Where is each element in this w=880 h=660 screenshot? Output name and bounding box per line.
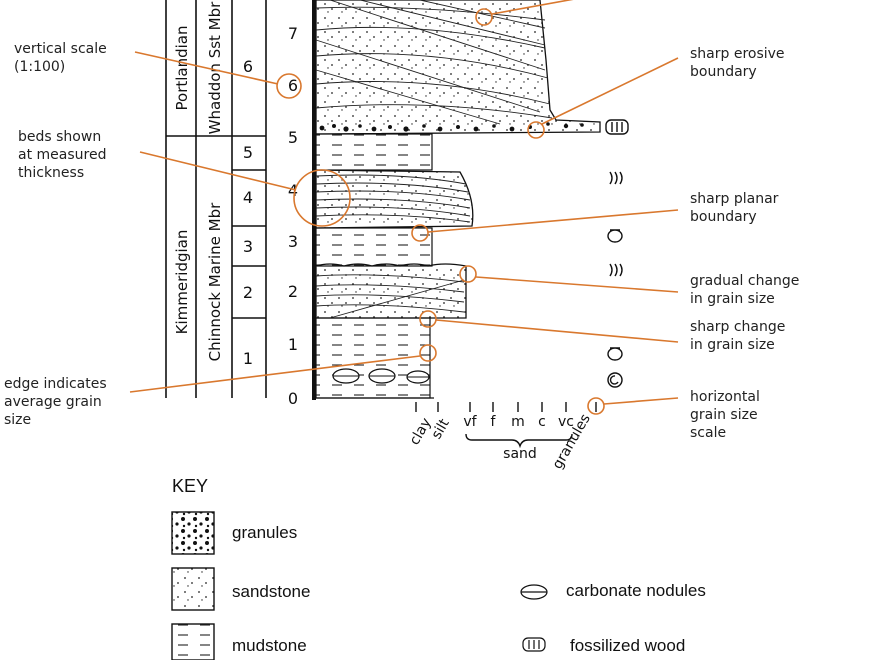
bed-number-6: 6	[243, 57, 253, 76]
annotation-line: vertical scale	[14, 41, 107, 57]
log-symbols	[605, 119, 629, 388]
grain-label-c: c	[538, 414, 546, 430]
annotation-line: scale	[690, 425, 727, 441]
grain-label-vf: vf	[463, 414, 477, 430]
annotation-leaders	[129, 0, 679, 415]
annotation-line: size	[4, 412, 32, 428]
annotation-sharp-change: sharp change in grain size	[690, 318, 785, 354]
lithology-log	[312, 0, 601, 400]
grain-size-axis	[415, 402, 597, 449]
key-label-fossilized-wood: fossilized wood	[570, 636, 686, 655]
key-label-sandstone: sandstone	[232, 582, 311, 601]
grain-label-vc: vc	[558, 414, 574, 430]
key-swatches	[171, 511, 548, 660]
key-label-granules: granules	[232, 523, 298, 542]
annotation-line: beds shown	[18, 129, 102, 145]
scale-tick-4: 4	[288, 181, 298, 200]
annotation-vertical-scale: vertical scale (1:100)	[14, 40, 107, 76]
key-label-mudstone: mudstone	[232, 636, 307, 655]
annotation-edge-grain-size: edge indicates average grain size	[4, 375, 107, 429]
annotation-sharp-erosive: sharp erosive boundary	[690, 45, 785, 81]
key-swatch-sandstone	[171, 567, 215, 611]
annotation-beds-thickness: beds shown at measured thickness	[18, 128, 106, 182]
annotation-line: average grain	[4, 394, 102, 410]
annotation-horizontal-scale: horizontal grain size scale	[690, 388, 760, 442]
scale-tick-2: 2	[288, 282, 298, 301]
annotation-line: thickness	[18, 165, 85, 181]
stage-labels: Portlandian Kimmeridgian Whaddon Sst Mbr…	[173, 1, 224, 361]
annotation-line: sharp planar	[690, 191, 779, 207]
key-swatch-granules	[171, 511, 215, 555]
annotation-line: sharp change	[690, 319, 786, 335]
annotation-line: horizontal	[690, 389, 760, 405]
annotation-line: grain size	[690, 407, 758, 423]
grain-label-f: f	[491, 414, 497, 430]
scale-tick-0: 0	[288, 389, 298, 408]
grain-label-silt: silt	[429, 416, 453, 442]
member-whaddon: Whaddon Sst Mbr	[206, 1, 224, 134]
annotation-line: boundary	[690, 64, 757, 80]
grain-label-m: m	[511, 414, 525, 430]
annotation-line: boundary	[690, 209, 757, 225]
bed-number-5: 5	[243, 143, 253, 162]
vertical-scale: 0 1 2 3 4 5 6 7	[288, 24, 298, 408]
key-title: KEY	[172, 476, 209, 496]
bed-number-1: 1	[243, 349, 253, 368]
bed-numbers: 6 5 4 3 2 1	[243, 57, 253, 368]
annotation-line: sharp erosive	[690, 46, 785, 62]
stage-kimmeridgian: Kimmeridgian	[173, 230, 191, 335]
bed-number-4: 4	[243, 188, 253, 207]
scale-tick-3: 3	[288, 232, 298, 251]
annotation-line: gradual change	[690, 273, 800, 289]
bed-number-3: 3	[243, 237, 253, 256]
annotation-line: in grain size	[690, 291, 775, 307]
scale-tick-7: 7	[288, 24, 298, 43]
member-chinnock: Chinnock Marine Mbr	[206, 202, 224, 361]
fossil-wood-icon	[522, 637, 546, 652]
scale-tick-5: 5	[288, 128, 298, 147]
bed-number-2: 2	[243, 283, 253, 302]
grain-label-sand: sand	[503, 446, 537, 462]
nodule-icon	[520, 584, 548, 600]
annotation-gradual-change: gradual change in grain size	[690, 272, 799, 308]
scale-tick-1: 1	[288, 335, 298, 354]
annotation-line: (1:100)	[14, 59, 66, 75]
scale-tick-6: 6	[288, 76, 298, 95]
key-swatch-mudstone	[171, 623, 215, 660]
annotation-sharp-planar: sharp planar boundary	[690, 190, 778, 226]
annotation-line: in grain size	[690, 337, 775, 353]
annotation-line: edge indicates	[4, 376, 107, 392]
stage-portlandian: Portlandian	[173, 26, 191, 111]
annotation-line: at measured	[18, 147, 107, 163]
key-label-carbonate-nodules: carbonate nodules	[566, 581, 706, 600]
